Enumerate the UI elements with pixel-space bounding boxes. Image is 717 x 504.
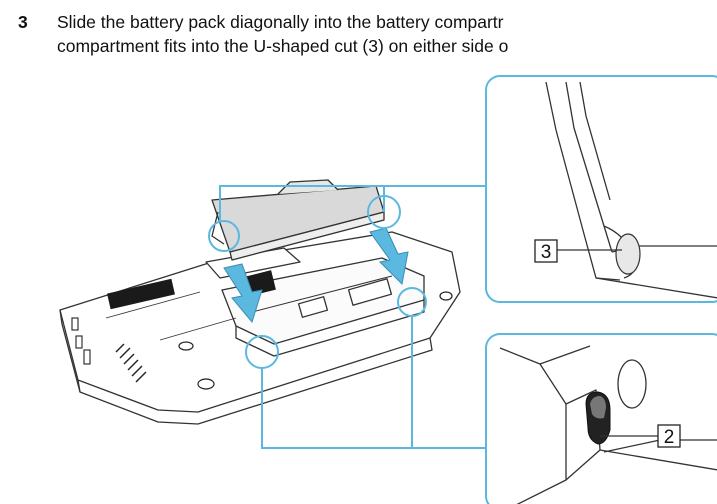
zoom-pane-bottom: 2 [485,333,717,504]
step-text-line-1: Slide the battery pack diagonally into t… [57,12,504,32]
bottom-callout-bracket [245,287,486,449]
callout-label-2: 2 [664,427,675,448]
insert-arrow-right [369,227,409,286]
step-number: 3 [18,12,28,32]
top-callout-bracket [208,185,486,252]
callout-label-3: 3 [541,242,552,263]
laptop-base [59,231,461,425]
step-text-line-2: compartment fits into the U-shaped cut (… [57,36,509,56]
feet [178,291,453,390]
zoom-pane-top: 3 [485,75,717,303]
side-ports [71,317,91,365]
side-vent [115,343,147,383]
insert-arrow-left [223,263,263,324]
